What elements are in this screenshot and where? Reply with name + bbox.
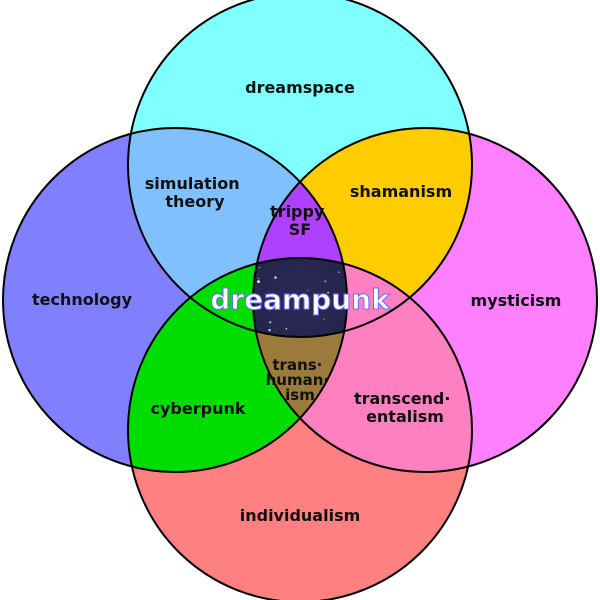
label-simulation-theory: simulation theory [145,174,245,211]
star-dot [327,291,329,294]
label-cyberpunk: cyberpunk [151,399,246,418]
bottom-circle-outline [127,257,473,600]
label-transhumanism: trans· human· ism [266,356,335,404]
star-dot [323,318,326,321]
star-dot [296,294,297,296]
label-transcendentalism: transcend· entalism [354,389,456,426]
top-circle-outline [127,0,473,338]
label-mysticism: mysticism [471,291,562,310]
left-circle-outline [2,127,348,473]
label-trippy-sf: trippy SF [270,202,330,239]
star-dot [296,306,298,308]
label-technology: technology [32,290,133,309]
star-dot [285,327,288,330]
star-dot [324,280,327,283]
label-dreamspace: dreamspace [245,78,355,97]
right-circle-outline [252,127,598,473]
star-dot [257,280,260,284]
star-dot [315,307,317,309]
label-individualism: individualism [240,506,361,525]
star-dot [307,290,309,292]
star-dot [258,277,260,280]
star-dot [258,266,261,269]
label-dreampunk: dreampunk [210,283,391,316]
star-dot [274,276,277,279]
star-dot [268,321,272,324]
label-shamanism: shamanism [350,182,452,201]
star-dot [268,328,271,332]
star-dot [338,271,340,274]
